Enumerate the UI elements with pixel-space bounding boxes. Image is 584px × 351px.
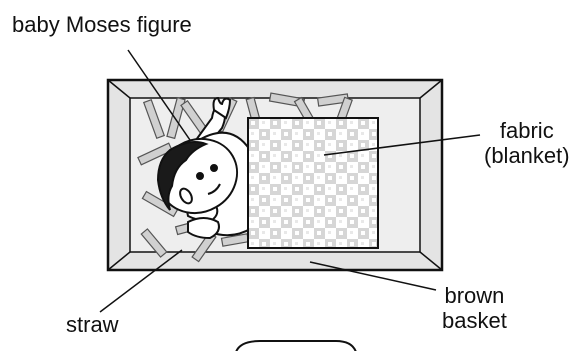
baby-ear [179, 187, 193, 205]
leader-fabric [323, 134, 481, 156]
baby-eye-right [210, 164, 218, 172]
baby-eye-left [196, 172, 204, 180]
label-basket-line1: brown [444, 283, 505, 308]
label-brown-basket: brown basket [442, 283, 507, 334]
label-straw: straw [66, 312, 119, 337]
baby-hair [156, 141, 209, 211]
leader-lines [99, 49, 481, 313]
blanket [247, 117, 379, 249]
leader-baby [127, 49, 191, 141]
baby-hand-raised [212, 96, 232, 120]
baby-mouth [207, 183, 221, 195]
label-fabric-blanket: fabric (blanket) [484, 118, 570, 169]
bottom-partial-shape [235, 340, 357, 351]
basket-corner-tr [419, 79, 443, 99]
label-fabric-line2: (blanket) [484, 143, 570, 169]
label-fabric-line1: fabric [499, 118, 554, 143]
leader-straw [99, 249, 183, 313]
leader-basket [309, 261, 437, 291]
basket-corner-br [419, 251, 443, 271]
baby-figure [156, 96, 254, 240]
basket-corner-tl [107, 79, 131, 99]
label-basket-line2: basket [442, 308, 507, 334]
baby-hand-lower-2 [187, 217, 220, 240]
basket-corner-bl [107, 251, 131, 271]
label-baby-moses-figure: baby Moses figure [12, 12, 192, 37]
